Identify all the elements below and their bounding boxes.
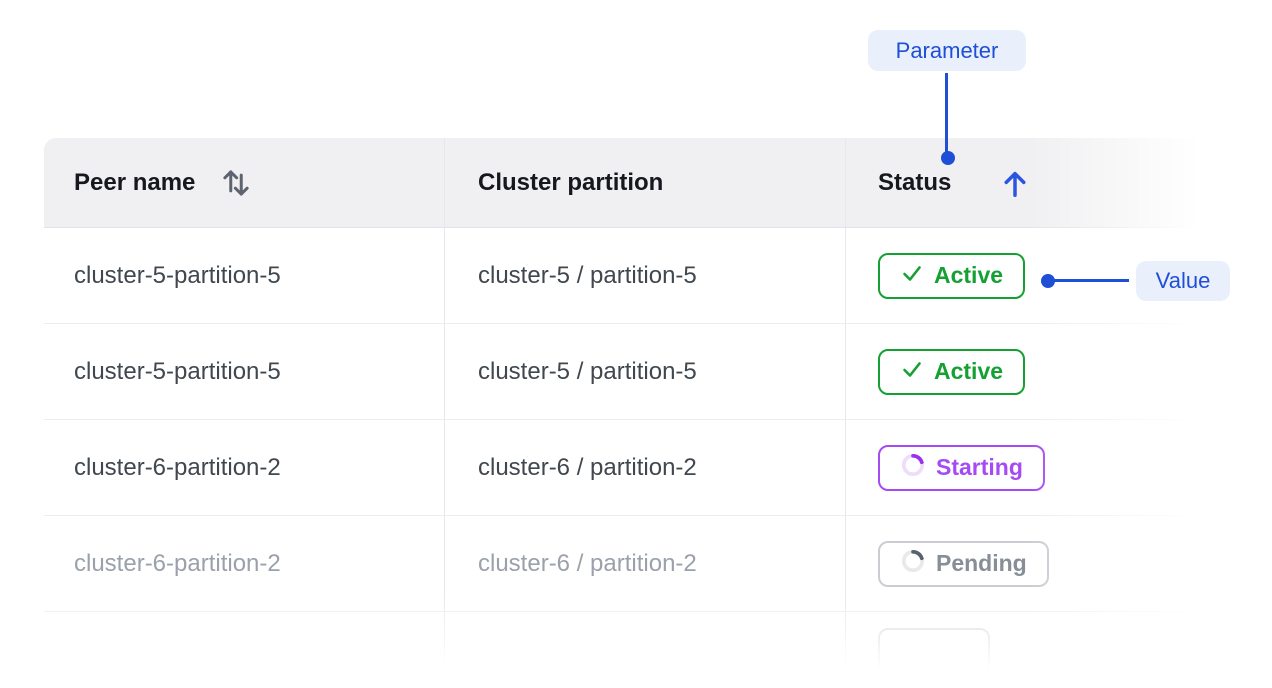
table-row[interactable]: cluster-5-partition-5 cluster-5 / partit… — [44, 228, 1210, 324]
cluster-partition-header-label: Cluster partition — [478, 168, 664, 196]
column-header-status[interactable]: Status — [846, 138, 1210, 227]
peer-name-cell — [44, 612, 445, 688]
check-icon — [900, 357, 924, 387]
status-badge-label: Active — [934, 358, 1004, 384]
status-badge-label: Starting — [936, 454, 1023, 480]
table-row[interactable]: cluster-6-partition-2 cluster-6 / partit… — [44, 516, 1210, 612]
status-badge-partial — [878, 628, 990, 674]
column-header-cluster-partition: Cluster partition — [445, 138, 846, 227]
peer-name-cell: cluster-5-partition-5 — [44, 324, 445, 419]
cluster-partition-cell: cluster-5 / partition-5 — [445, 228, 846, 323]
status-cell: Active — [846, 228, 1210, 323]
cluster-partition-cell: cluster-6 / partition-2 — [445, 420, 846, 515]
table-row[interactable]: cluster-5-partition-5 cluster-5 / partit… — [44, 324, 1210, 420]
parameter-callout-chip: Parameter — [868, 30, 1026, 71]
status-badge-label: Pending — [936, 550, 1027, 576]
sort-both-icon[interactable] — [219, 163, 253, 203]
parameter-connector-line — [945, 73, 948, 152]
cluster-partition-cell: cluster-6 / partition-2 — [445, 516, 846, 611]
sort-ascending-arrow-icon[interactable] — [1001, 166, 1029, 200]
status-cell — [846, 612, 1210, 688]
status-cell: Starting — [846, 420, 1210, 515]
spinner-icon — [900, 548, 926, 580]
peer-name-cell: cluster-6-partition-2 — [44, 516, 445, 611]
peers-table: Peer name Cluster partition Status clust… — [44, 138, 1210, 688]
peer-name-header-label: Peer name — [74, 168, 196, 196]
status-header-label: Status — [878, 168, 952, 196]
status-cell: Pending — [846, 516, 1210, 611]
status-badge-label: Active — [934, 262, 1004, 288]
table-row[interactable] — [44, 612, 1210, 688]
check-icon — [900, 261, 924, 291]
cluster-partition-cell: cluster-5 / partition-5 — [445, 324, 846, 419]
status-badge-active: Active — [878, 252, 1026, 299]
table-header-row: Peer name Cluster partition Status — [44, 138, 1210, 228]
value-connector-line — [1053, 279, 1129, 282]
peer-name-cell: cluster-5-partition-5 — [44, 228, 445, 323]
column-header-peer-name[interactable]: Peer name — [44, 138, 445, 227]
status-badge-starting: Starting — [878, 444, 1045, 491]
cluster-partition-cell — [445, 612, 846, 688]
peer-name-cell: cluster-6-partition-2 — [44, 420, 445, 515]
value-callout-chip: Value — [1136, 261, 1230, 301]
parameter-connector-dot — [941, 151, 955, 165]
status-cell: Active — [846, 324, 1210, 419]
status-badge-active: Active — [878, 348, 1026, 395]
status-badge-pending: Pending — [878, 540, 1049, 587]
spinner-icon — [900, 452, 926, 484]
table-row[interactable]: cluster-6-partition-2 cluster-6 / partit… — [44, 420, 1210, 516]
